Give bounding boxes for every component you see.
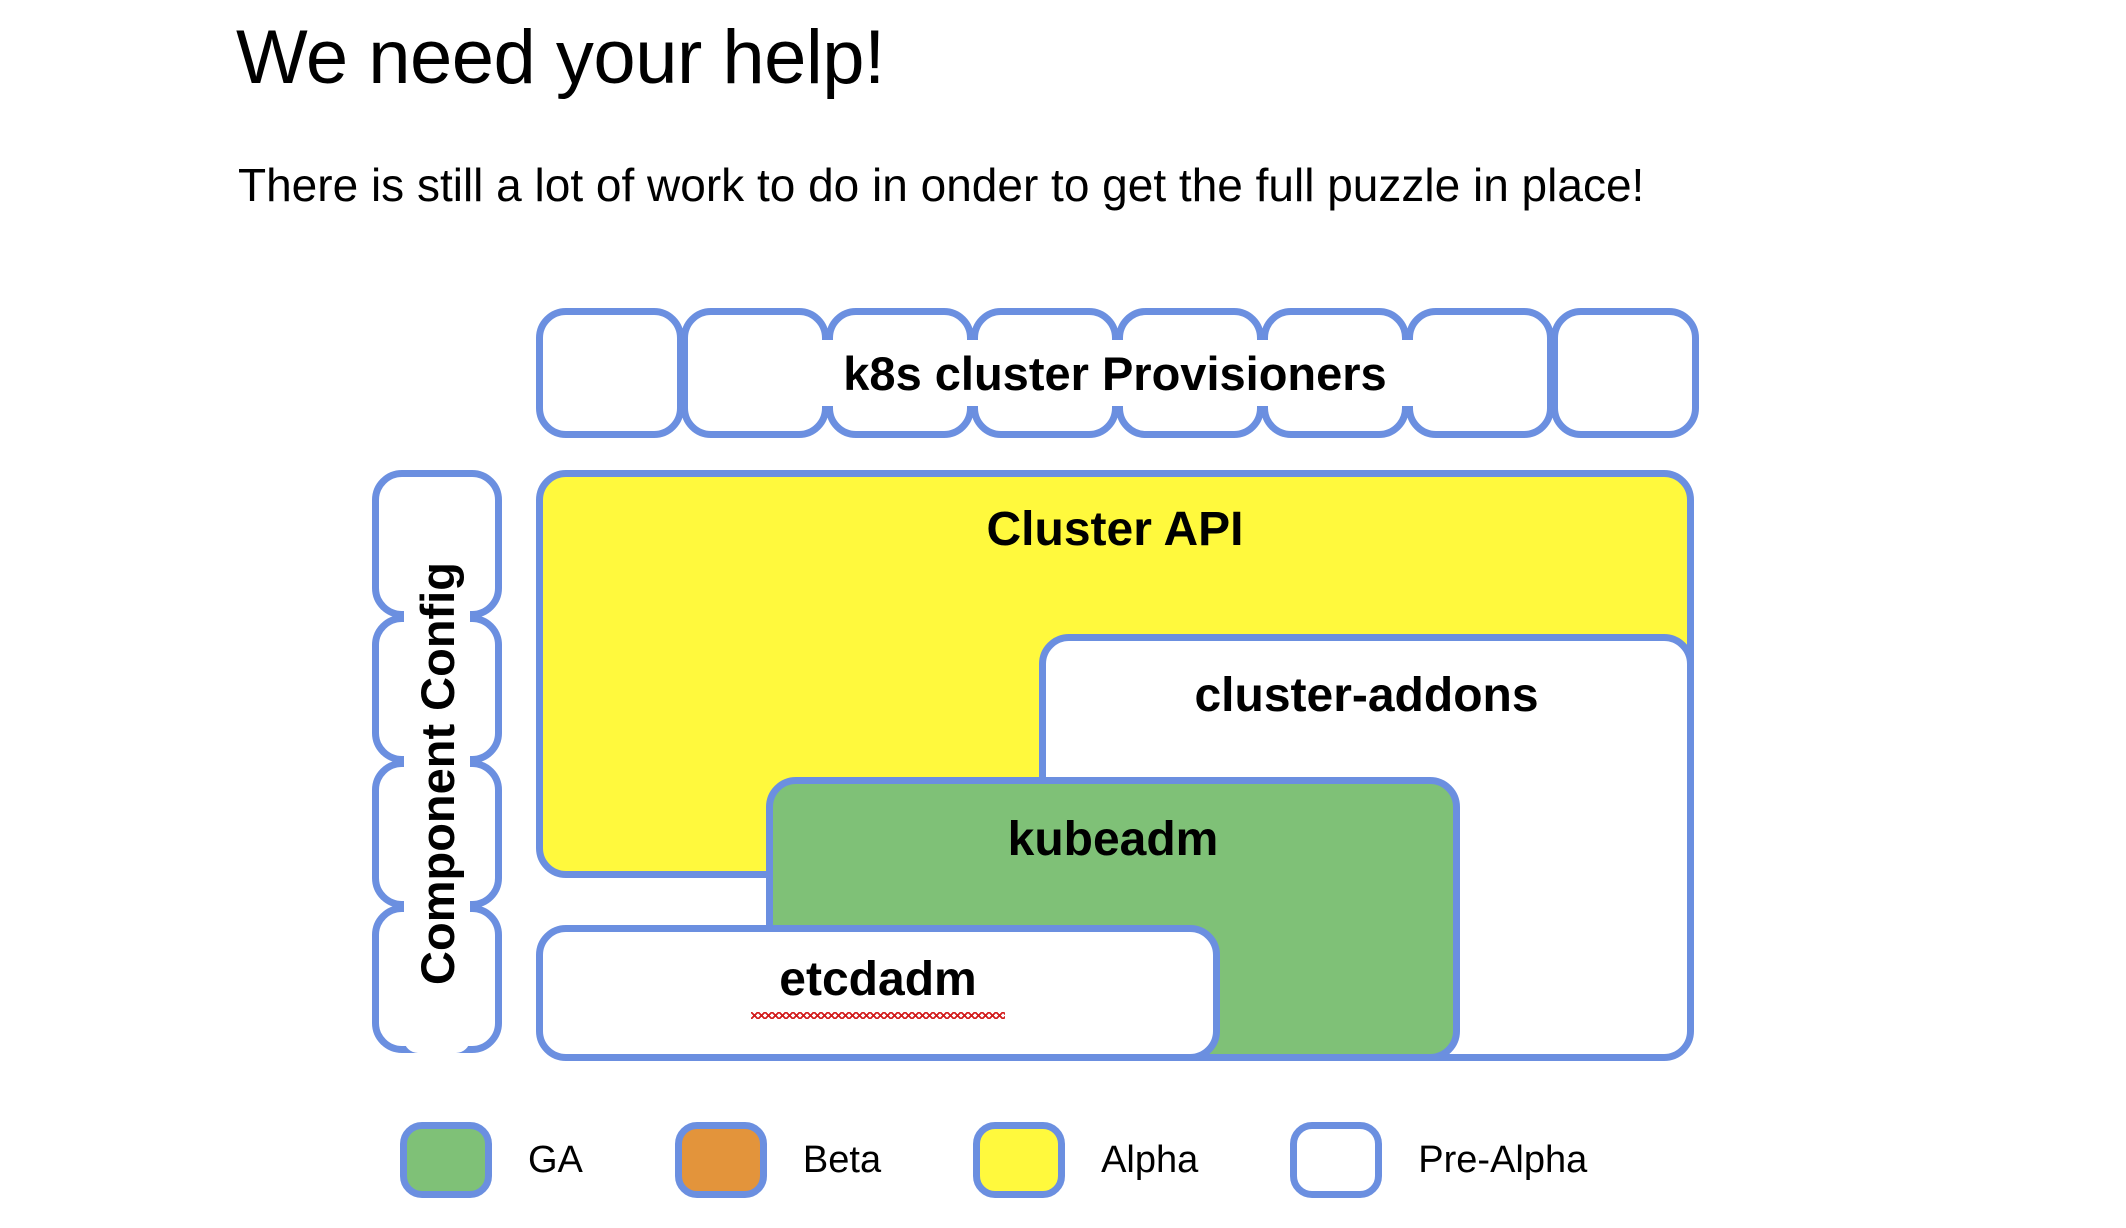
legend-label-ga: GA <box>528 1138 583 1181</box>
kubeadm-label: kubeadm <box>1007 813 1219 866</box>
legend-label-pre-alpha: Pre-Alpha <box>1418 1138 1588 1181</box>
legend-swatch-alpha <box>973 1122 1066 1198</box>
provisioner-cell-8[interactable] <box>1551 308 1699 438</box>
legend-label-alpha: Alpha <box>1101 1138 1199 1181</box>
cluster-api-label: Cluster API <box>986 503 1244 556</box>
component-config-label: Component Config <box>410 561 464 985</box>
etcdadm-label: etcdadm <box>536 952 1220 1019</box>
legend-item-alpha: Alpha <box>973 1122 1198 1198</box>
legend-item-pre-alpha: Pre-Alpha <box>1290 1122 1587 1198</box>
provisioner-banner-label: k8s cluster Provisioners <box>843 346 1387 400</box>
cluster-addons-label: cluster-addons <box>1194 669 1539 722</box>
page-subtitle: There is still a lot of work to do in on… <box>238 159 1645 211</box>
legend-item-beta: Beta <box>674 1122 882 1198</box>
spellcheck-underline-icon <box>751 1012 1005 1019</box>
etcdadm-box[interactable] <box>536 925 1220 1061</box>
legend-item-ga: GA <box>400 1122 583 1198</box>
component-config-banner: Component Config <box>404 493 470 1053</box>
etcdadm-label-text: etcdadm <box>779 953 977 1006</box>
legend-label-beta: Beta <box>802 1138 882 1181</box>
legend-swatch-pre-alpha <box>1290 1122 1383 1198</box>
legend: GA Beta Alpha Pre-Alpha <box>400 1122 1679 1198</box>
page-title: We need your help! <box>236 15 885 100</box>
provisioner-cell-1[interactable] <box>536 308 684 438</box>
legend-swatch-ga <box>400 1122 492 1198</box>
provisioner-banner: k8s cluster Provisioners <box>735 340 1495 406</box>
legend-swatch-beta <box>674 1122 767 1198</box>
